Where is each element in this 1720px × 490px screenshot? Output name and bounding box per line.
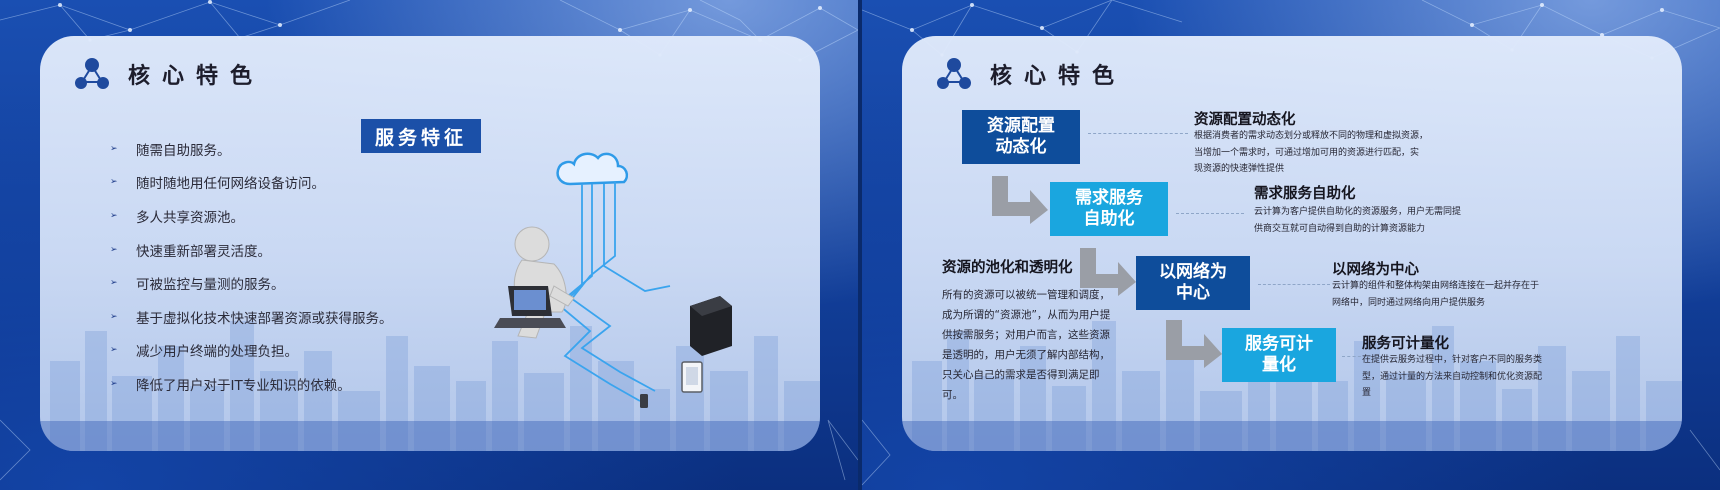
pool-description: 所有的资源可以被统一管理和调度，成为所谓的“资源池”，从而为用户提供按需服务；对…	[942, 289, 1111, 401]
network-nodes-icon	[937, 58, 971, 89]
slide-right: 核心特色 资源配置 动态化 需求服务 自助化 以网络为 中心 服务可计 量化 资…	[862, 0, 1720, 490]
feature-list: ➢随需自助服务。 ➢随时随地用任何网络设备访问。 ➢多人共享资源池。 ➢快速重新…	[110, 132, 393, 401]
connector-line	[1176, 213, 1244, 214]
server-icon	[690, 296, 732, 356]
bullet-arrow-icon: ➢	[110, 311, 118, 322]
list-item: ➢随时随地用任何网络设备访问。	[110, 176, 325, 193]
city-skyline-background	[902, 321, 1682, 451]
step-arrow-icon	[1166, 320, 1222, 368]
step-description: 云计算为客户提供自助化的资源服务，用户无需同提 供商交互就可自动得到自助的计算资…	[1254, 207, 1462, 234]
step-arrow-icon	[1080, 248, 1136, 296]
content-card: 核心特色 资源配置 动态化 需求服务 自助化 以网络为 中心 服务可计 量化 资…	[902, 36, 1682, 451]
step-title: 需求服务自助化	[1254, 186, 1356, 202]
laptop-icon	[494, 286, 566, 328]
pool-title: 资源的池化和透明化	[942, 260, 1073, 276]
step-title: 以网络为中心	[1332, 262, 1419, 278]
step-description: 云计算的组件和整体构架由网络连接在一起并存在于 网络中，同时通过网络向用户提供服…	[1332, 281, 1540, 308]
slide-left: 核心特色 ➢随需自助服务。 ➢随时随地用任何网络设备访问。 ➢多人共享资源池。 …	[0, 0, 858, 490]
page-title: 核心特色	[128, 64, 265, 89]
network-nodes-icon	[75, 58, 109, 89]
step-title: 服务可计量化	[1362, 336, 1449, 352]
list-item: ➢随需自助服务。	[110, 142, 231, 159]
service-feature-badge: 服务特征	[361, 119, 481, 153]
bullet-arrow-icon: ➢	[110, 177, 118, 188]
content-card: 核心特色 ➢随需自助服务。 ➢随时随地用任何网络设备访问。 ➢多人共享资源池。 …	[40, 36, 820, 451]
bullet-arrow-icon: ➢	[110, 278, 118, 289]
step-description: 根据消费者的需求动态划分或释放不同的物理和虚拟资源， 当增加一个需求时，可通过增…	[1194, 131, 1429, 174]
step-box-dynamic-resource: 资源配置 动态化	[962, 110, 1080, 164]
step-description: 在提供云服务过程中，针对客户不同的服务类 型，通过计量的方法来自动控制和优化资源…	[1362, 355, 1543, 398]
list-item: ➢减少用户终端的处理负担。	[110, 344, 298, 361]
step-box-measurable: 服务可计 量化	[1222, 328, 1336, 382]
bullet-arrow-icon: ➢	[110, 210, 118, 221]
bullet-arrow-icon: ➢	[110, 345, 118, 356]
slide-header: 核心特色	[70, 56, 264, 92]
page-title: 核心特色	[990, 64, 1127, 89]
step-arrow-icon	[992, 176, 1048, 224]
step-box-network-centric: 以网络为 中心	[1136, 256, 1250, 310]
cloud-icon	[556, 152, 629, 186]
list-item: ➢基于虚拟化技术快速部署资源或获得服务。	[110, 310, 393, 327]
step-title: 资源配置动态化	[1194, 112, 1296, 128]
list-item: ➢降低了用户对于IT专业知识的依赖。	[110, 377, 351, 394]
list-item: ➢多人共享资源池。	[110, 209, 244, 226]
bullet-arrow-icon: ➢	[110, 143, 118, 154]
bullet-arrow-icon: ➢	[110, 244, 118, 255]
cloud-computing-illustration	[494, 152, 732, 408]
city-skyline-background	[40, 321, 820, 451]
bullet-arrow-icon: ➢	[110, 378, 118, 389]
step-box-self-service: 需求服务 自助化	[1050, 182, 1168, 236]
tablet-icon	[681, 361, 703, 393]
list-item: ➢可被监控与量测的服务。	[110, 277, 285, 294]
slide-header: 核心特色	[932, 56, 1126, 92]
connector-line	[1342, 356, 1382, 357]
connector-line	[1088, 133, 1188, 134]
phone-icon	[640, 394, 648, 408]
list-item: ➢快速重新部署灵活度。	[110, 243, 271, 260]
connector-line	[1258, 284, 1330, 285]
